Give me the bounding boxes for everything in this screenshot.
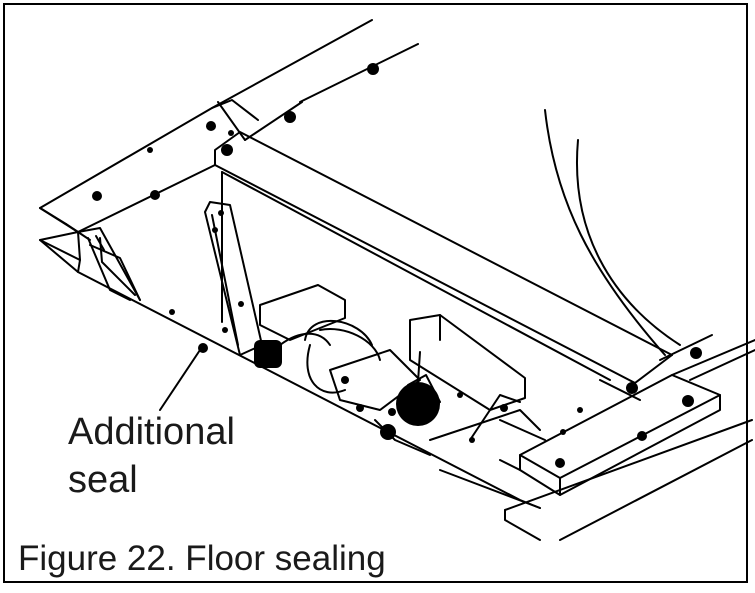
- callout-label-additional: Additional: [68, 411, 235, 453]
- cable: [544, 109, 681, 356]
- callout-leader: [159, 349, 201, 411]
- mounting-bracket: [204, 201, 263, 356]
- right-floor-plate: [439, 334, 755, 541]
- figure-caption: Figure 22. Floor sealing: [18, 538, 390, 580]
- callout-label-seal: seal: [68, 459, 138, 501]
- left-floor-plate: [39, 164, 541, 509]
- valve-assembly: [254, 284, 583, 456]
- floor-plate-top: [39, 19, 419, 225]
- heater-housing: [77, 131, 673, 401]
